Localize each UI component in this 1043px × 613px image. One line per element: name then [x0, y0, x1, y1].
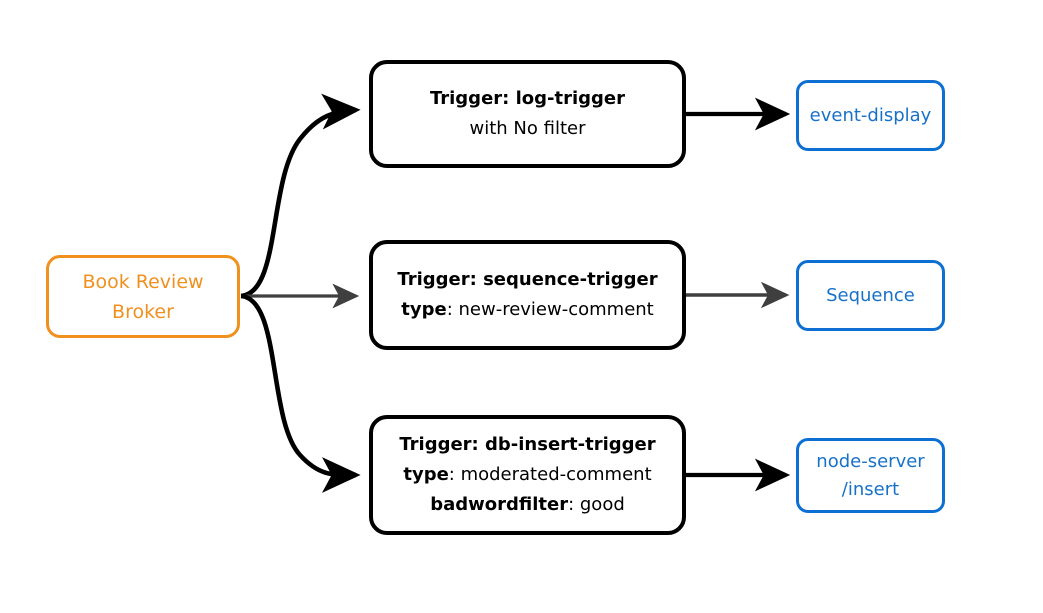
trigger-line: Trigger: db-insert-trigger: [399, 430, 655, 460]
edge-broker-to-log-trigger: [240, 93, 361, 299]
trigger-line-bold: Trigger: sequence-trigger: [397, 269, 658, 290]
trigger-line-rest: : moderated-comment: [448, 464, 652, 485]
trigger-line: type: moderated-comment: [403, 460, 651, 490]
trigger-line-bold: badwordfilter: [430, 494, 569, 515]
trigger-line-bold: Trigger: db-insert-trigger: [399, 434, 656, 455]
trigger-line: Trigger: sequence-trigger: [397, 265, 657, 295]
node-label-line: Book Review: [82, 270, 204, 293]
node-label-line: node-server: [816, 450, 925, 472]
trigger-line-bold: type: [401, 299, 447, 320]
node-node-server-insert[interactable]: node-server /insert: [796, 438, 945, 513]
trigger-line: with No filter: [470, 114, 586, 144]
trigger-line: Trigger: log-trigger: [430, 84, 625, 114]
node-book-review-broker[interactable]: Book Review Broker: [46, 255, 240, 338]
node-sequence[interactable]: Sequence: [796, 260, 945, 331]
edge-broker-to-db-insert-trigger: [240, 293, 361, 493]
node-db-insert-trigger[interactable]: Trigger: db-insert-trigger type: moderat…: [369, 415, 686, 535]
node-event-display[interactable]: event-display: [796, 80, 945, 151]
node-label-line: Broker: [112, 300, 174, 323]
trigger-line: badwordfilter: good: [430, 490, 625, 520]
node-label-line: event-display: [809, 104, 932, 126]
node-label-line: /insert: [841, 478, 900, 500]
trigger-line-rest: : good: [568, 494, 625, 515]
node-label-line: Sequence: [826, 284, 915, 306]
node-sequence-trigger[interactable]: Trigger: sequence-trigger type: new-revi…: [369, 240, 686, 350]
trigger-line-rest: : new-review-comment: [446, 299, 654, 320]
trigger-line-bold: Trigger: log-trigger: [429, 88, 626, 109]
trigger-line-bold: type: [403, 464, 449, 485]
node-log-trigger[interactable]: Trigger: log-trigger with No filter: [369, 60, 686, 168]
trigger-line: type: new-review-comment: [401, 295, 653, 325]
trigger-line-rest: with No filter: [469, 118, 586, 139]
